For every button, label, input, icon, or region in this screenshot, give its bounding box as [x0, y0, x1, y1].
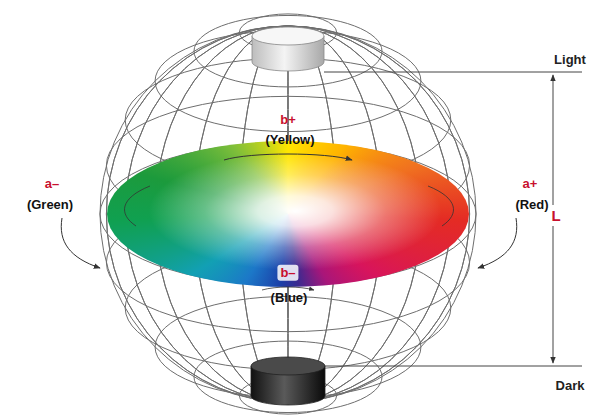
rotation-arrow — [262, 287, 314, 290]
color-name: (Red) — [515, 198, 548, 212]
axis-label: Dark — [556, 379, 585, 393]
rotation-arrow — [61, 218, 100, 268]
color-name: (Yellow) — [265, 133, 314, 147]
axis-label: Light — [554, 53, 586, 67]
leader-line — [325, 366, 582, 367]
axis-sign: b+ — [280, 113, 296, 127]
meridian-line — [100, 26, 476, 402]
black-cylinder — [251, 357, 325, 405]
rotation-arrow — [124, 186, 150, 226]
axis-sign: a+ — [523, 177, 538, 191]
l-axis — [553, 226, 554, 363]
parallel-line — [194, 341, 382, 412]
meridian-line — [106, 26, 469, 402]
color-name: (Blue) — [271, 291, 308, 305]
l-axis — [553, 75, 554, 205]
parallel-line — [194, 15, 382, 86]
rotation-arrow — [224, 154, 352, 160]
white-cylinder — [252, 27, 324, 71]
axis-sign: b– — [277, 265, 298, 281]
leader-line — [324, 72, 582, 73]
axis-sign: a– — [45, 177, 59, 191]
axis-name: L — [548, 207, 563, 226]
rotation-arrow — [478, 218, 517, 268]
meridian-line — [106, 26, 469, 402]
color-name: (Green) — [27, 198, 73, 212]
rotation-arrow — [428, 186, 454, 226]
